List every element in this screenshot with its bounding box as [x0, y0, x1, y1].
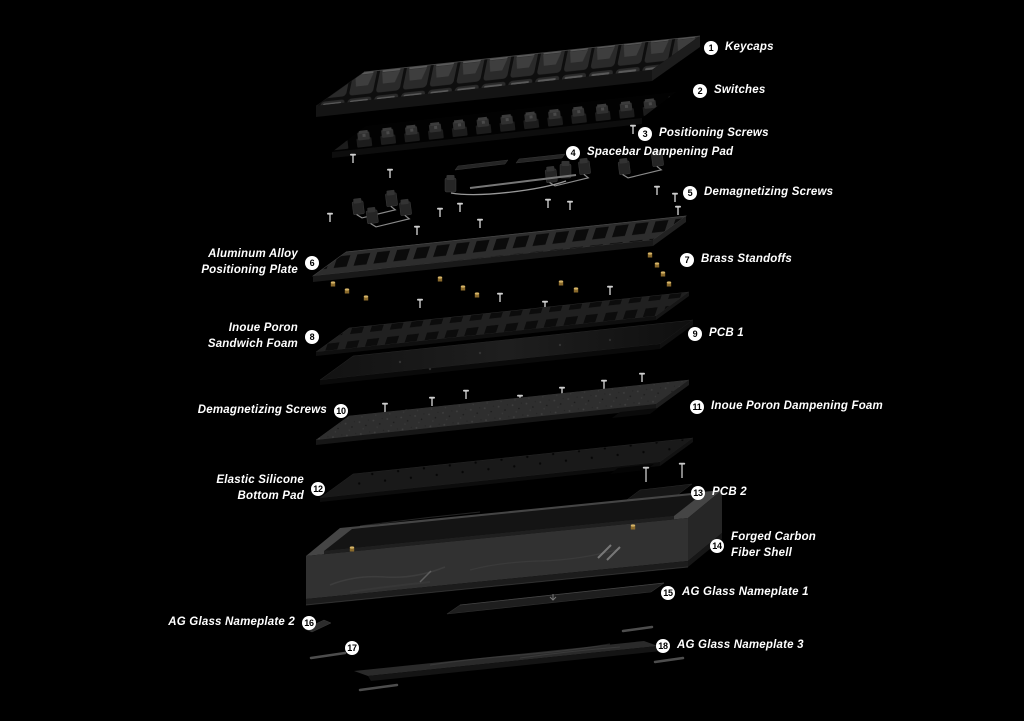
label-inoue-poron-dampening-foam: 11 Inoue Poron Dampening Foam [690, 399, 883, 415]
keycaps-layer [315, 35, 701, 117]
label-brass-standoffs: 7 Brass Standoffs [680, 252, 792, 268]
badge-8: 8 [305, 329, 319, 344]
badge-14: 14 [710, 538, 724, 553]
label-marker-17: 17 [345, 641, 359, 655]
badge-12: 12 [311, 481, 325, 496]
demagnetizing-screws-top-group [654, 185, 681, 215]
badge-4: 4 [566, 145, 580, 160]
label-inoue-poron-sandwich-foam-text: Inoue Poron Sandwich Foam [207, 322, 298, 350]
label-ag-glass-nameplate-2-text: AG Glass Nameplate 2 [168, 616, 295, 628]
badge-11: 11 [690, 399, 704, 414]
label-demagnetizing-screws-upper: 5 Demagnetizing Screws [683, 185, 833, 201]
nameplate-logo-icon [549, 594, 557, 601]
label-ag-glass-nameplate-3-text: AG Glass Nameplate 3 [677, 639, 804, 651]
label-inoue-poron-dampening-foam-text: Inoue Poron Dampening Foam [711, 400, 883, 412]
badge-2: 2 [693, 83, 707, 98]
label-ag-glass-nameplate-3: 18 AG Glass Nameplate 3 [656, 638, 804, 654]
label-switches-text: Switches [714, 84, 766, 96]
spacebar-dampening-pad [454, 153, 566, 171]
label-ag-glass-nameplate-2: AG Glass Nameplate 2 16 [168, 615, 316, 631]
badge-1: 1 [704, 40, 718, 55]
forged-carbon-fiber-shell [305, 490, 722, 606]
label-pcb-1-text: PCB 1 [709, 327, 744, 339]
label-forged-carbon-fiber-shell: 14 Forged Carbon Fiber Shell [710, 530, 816, 561]
label-elastic-silicone-bottom-pad-text: Elastic Silicone Bottom Pad [216, 474, 304, 502]
inoue-poron-dampening-foam [315, 379, 690, 445]
label-pcb-1: 9 PCB 1 [688, 326, 744, 342]
label-demagnetizing-screws-lower: Demagnetizing Screws 10 [198, 403, 348, 419]
badge-15: 15 [661, 585, 675, 600]
badge-5: 5 [683, 185, 697, 200]
label-elastic-silicone-bottom-pad: Elastic Silicone Bottom Pad 12 [216, 473, 325, 504]
elastic-silicone-bottom-pad [319, 437, 694, 502]
label-forged-carbon-fiber-shell-text: Forged Carbon Fiber Shell [731, 531, 817, 559]
ag-glass-nameplate-1 [446, 582, 665, 615]
label-positioning-screws-text: Positioning Screws [659, 127, 769, 139]
label-ag-glass-nameplate-1-text: AG Glass Nameplate 1 [682, 586, 809, 598]
label-keycaps-text: Keycaps [725, 41, 774, 53]
label-positioning-screws: 3 Positioning Screws [638, 126, 769, 142]
label-spacebar-dampening-pad-text: Spacebar Dampening Pad [587, 146, 734, 158]
switches-layer [332, 92, 676, 158]
badge-3: 3 [638, 126, 652, 141]
ag-glass-nameplate-3 [354, 641, 661, 681]
label-demagnetizing-screws-lower-text: Demagnetizing Screws [197, 404, 327, 416]
label-demagnetizing-screws-upper-text: Demagnetizing Screws [704, 186, 834, 198]
badge-6: 6 [305, 255, 319, 270]
badge-7: 7 [680, 252, 694, 267]
badge-18: 18 [656, 638, 670, 653]
badge-9: 9 [688, 326, 702, 341]
label-switches: 2 Switches [693, 83, 765, 99]
aluminum-positioning-plate [311, 215, 688, 282]
badge-17: 17 [345, 641, 359, 655]
badge-16: 16 [302, 615, 316, 630]
label-aluminum-alloy-positioning-plate-text: Aluminum Alloy Positioning Plate [201, 248, 298, 276]
label-pcb-2-text: PCB 2 [712, 486, 747, 498]
stabilizers-group [350, 148, 666, 229]
inoue-poron-sandwich-foam [315, 291, 690, 356]
label-brass-standoffs-text: Brass Standoffs [701, 253, 792, 265]
badge-13: 13 [691, 485, 705, 500]
badge-10: 10 [334, 403, 348, 418]
pcb-1 [319, 319, 694, 385]
glass-side-rods [309, 625, 685, 692]
label-spacebar-dampening-pad: 4 Spacebar Dampening Pad [566, 145, 733, 161]
label-aluminum-alloy-positioning-plate: Aluminum Alloy Positioning Plate 6 [201, 247, 319, 278]
label-ag-glass-nameplate-1: 15 AG Glass Nameplate 1 [661, 585, 809, 601]
label-inoue-poron-sandwich-foam: Inoue Poron Sandwich Foam 8 [208, 321, 319, 352]
label-keycaps: 1 Keycaps [704, 40, 774, 56]
label-pcb-2: 13 PCB 2 [691, 485, 747, 501]
